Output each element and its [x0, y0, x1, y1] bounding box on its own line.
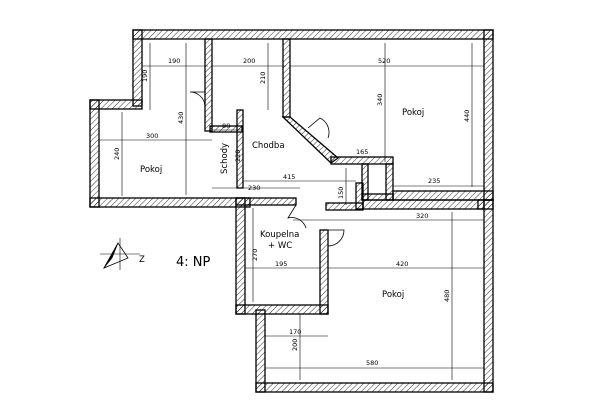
- wall-nw-mid: [204, 38, 213, 132]
- wall-east-upper: [483, 29, 494, 201]
- wall-east-lower: [483, 199, 494, 393]
- floor-label: 4: NP: [176, 255, 211, 270]
- room-label-wc: + WC: [268, 241, 292, 251]
- north-arrow-icon: Z: [100, 238, 145, 270]
- dim-170: 170: [289, 328, 301, 336]
- wall-bath-west: [235, 197, 246, 315]
- dim-420: 420: [396, 260, 408, 268]
- dim-430v: 430: [177, 112, 185, 124]
- wall-corridor-ne: [330, 156, 394, 165]
- dim-150v: 150: [337, 187, 345, 199]
- wall-west-bottom: [89, 197, 251, 208]
- wall-ne-west: [282, 38, 291, 118]
- door-south-room[interactable]: [327, 229, 345, 247]
- wall-south-room-top-left: [325, 202, 364, 211]
- compass-letter: Z: [139, 255, 145, 265]
- room-label-pokoj-west: Pokoj: [140, 165, 162, 175]
- dim-165: 165: [356, 148, 368, 156]
- interior-walls: [204, 38, 485, 315]
- wall-closet-bottom: [361, 193, 394, 201]
- dim-240v: 240: [113, 148, 121, 160]
- dim-440v: 440: [463, 110, 471, 122]
- dim-190: 190: [168, 57, 180, 65]
- wall-top: [132, 29, 494, 40]
- wall-schody-east: [236, 109, 244, 189]
- dim-200v: 200: [291, 339, 299, 351]
- wall-bath-east: [319, 229, 329, 315]
- dim-320: 320: [416, 212, 428, 220]
- room-labels: Pokoj Pokoj Pokoj Chodba Schody Koupelna…: [140, 108, 424, 300]
- dim-340v: 340: [376, 94, 384, 106]
- room-label-schody: Schody: [220, 143, 230, 174]
- wall-west: [89, 99, 100, 208]
- dim-230: 230: [248, 184, 260, 192]
- wall-south-room-top: [362, 199, 485, 210]
- dim-190v: 190: [141, 70, 149, 82]
- doors: [189, 91, 345, 247]
- wall-bottom: [255, 382, 494, 393]
- wall-sw-west: [255, 309, 266, 393]
- door-bath[interactable]: [287, 204, 307, 229]
- exterior-walls: [89, 29, 494, 393]
- wall-diagonal: [281, 116, 340, 164]
- dim-415: 415: [283, 173, 295, 181]
- dimension-lines: [99, 43, 484, 380]
- dim-235: 235: [428, 177, 440, 185]
- room-label-pokoj-northeast: Pokoj: [402, 108, 424, 118]
- dim-195: 195: [275, 260, 287, 268]
- dim-520: 520: [378, 57, 390, 65]
- wall-bath-top: [235, 197, 297, 206]
- dim-200: 200: [243, 57, 255, 65]
- dim-80: 80: [222, 122, 230, 130]
- dim-210v: 210: [259, 72, 267, 84]
- room-label-koupelna: Koupelna: [260, 230, 299, 240]
- room-label-pokoj-south: Pokoj: [382, 290, 404, 300]
- wall-ne-bottom: [392, 190, 494, 201]
- wall-bath-bottom: [235, 304, 329, 315]
- dim-220v: 220: [234, 150, 242, 162]
- wall-nw-west: [132, 29, 143, 107]
- dim-480v: 480: [443, 290, 451, 302]
- dimension-labels: 190 200 520 190 210 340 440 430 80 300 2…: [113, 57, 471, 367]
- room-label-chodba: Chodba: [252, 141, 285, 151]
- dim-270v: 270: [251, 249, 259, 261]
- door-ne-room[interactable]: [307, 117, 330, 139]
- door-west-room[interactable]: [189, 91, 206, 108]
- dim-580: 580: [366, 359, 378, 367]
- dim-300: 300: [146, 132, 158, 140]
